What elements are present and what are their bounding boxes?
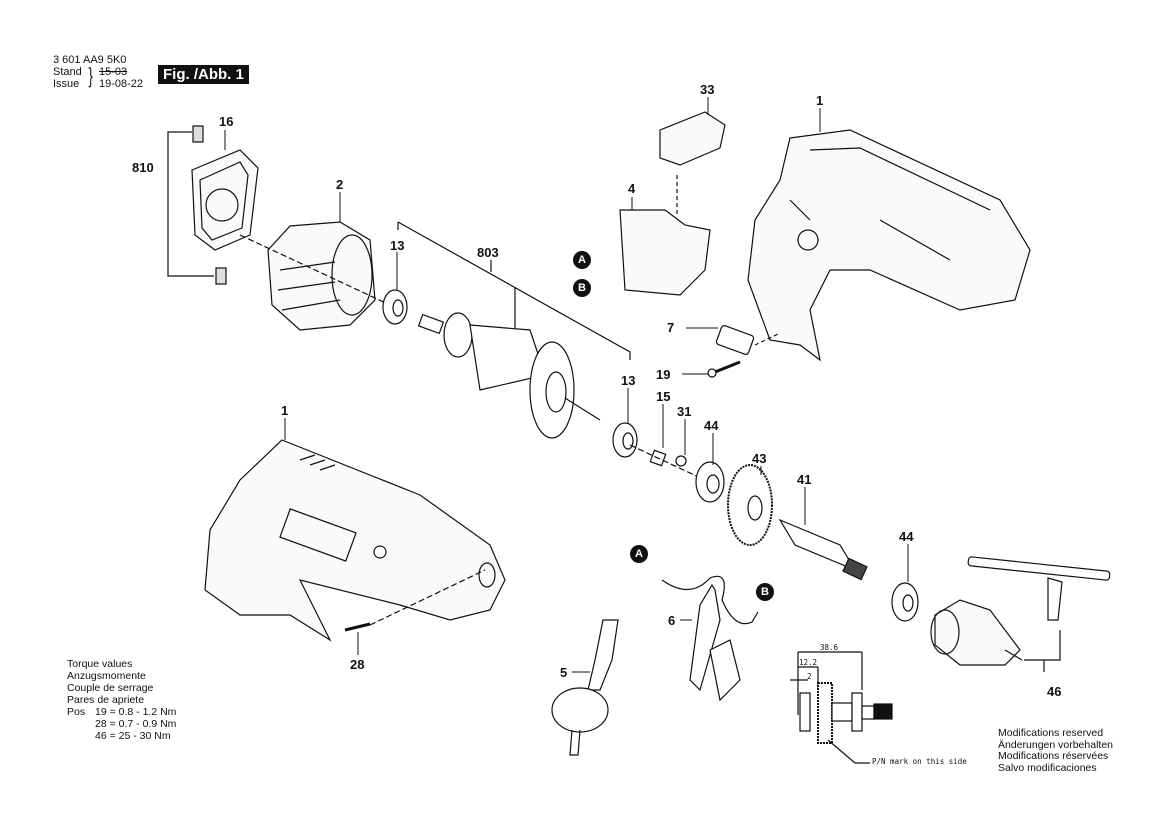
callout-33: 33: [700, 82, 715, 97]
armature-part: [397, 221, 631, 439]
callout-13-b: 13: [621, 373, 636, 388]
callout-31: 31: [677, 404, 692, 419]
bearing-part: [382, 289, 638, 458]
callout-7: 7: [667, 320, 675, 335]
issue-label: Issue: [53, 78, 80, 90]
pos-label: Pos: [67, 706, 86, 718]
pn-mark-note: P/N mark on this side: [872, 757, 967, 766]
gear-part: [727, 464, 773, 546]
modifications-line: Änderungen vorbehalten: [998, 738, 1114, 751]
torque-line: Anzugsmomente: [67, 670, 146, 682]
document-header: 3 601 AA9 5K0 Stand 15-03 Issue 19-08-22 }: [53, 54, 143, 90]
dimension-mid: 12.2: [799, 658, 818, 667]
bearing-44b-part: [891, 582, 919, 622]
leader-lines: [224, 97, 909, 673]
bearing-44-part: [695, 461, 725, 503]
modifications-line: Modifications réservées: [998, 750, 1109, 762]
callout-44-a: 44: [704, 418, 719, 433]
dimension-total: 38.6: [820, 643, 839, 652]
ball-part: [675, 455, 687, 467]
connector-a-badge: A: [630, 545, 648, 563]
detail-drawing: [790, 651, 893, 764]
cable-part: [661, 575, 759, 702]
torque-line: Pares de apriete: [67, 694, 145, 706]
torque-line: Torque values: [67, 658, 133, 670]
callout-803: 803: [477, 245, 499, 260]
torque-value: 28 = 0.7 - 0.9 Nm: [95, 718, 177, 730]
brush-holder-part: [167, 125, 259, 285]
connector-b-badge: B: [756, 583, 774, 601]
document-number: 3 601 AA9 5K0: [53, 54, 127, 66]
connector-b-badge: B: [573, 279, 591, 297]
modifications-line: Salvo modificaciones: [998, 761, 1097, 774]
callout-1-top: 1: [816, 93, 824, 108]
stand-value: 15-03: [99, 66, 128, 78]
callout-2: 2: [336, 177, 344, 192]
torque-values-block: Torque values Anzugsmomente Couple de se…: [67, 658, 176, 742]
spindle-part: [778, 518, 868, 581]
housing-half-part: [747, 129, 1031, 362]
torque-line: Couple de serrage: [67, 682, 154, 694]
callout-44-b: 44: [899, 529, 914, 544]
callout-4: 4: [628, 181, 636, 196]
dimension-small: 2: [807, 672, 812, 681]
callout-13-a: 13: [390, 238, 405, 253]
callout-46: 46: [1047, 684, 1062, 699]
callout-16: 16: [219, 114, 234, 129]
callout-28: 28: [350, 657, 365, 672]
callout-6: 6: [668, 613, 676, 628]
callout-810: 810: [132, 160, 154, 175]
housing-assembled-part: [204, 439, 506, 642]
modifications-line: Modifications reserved: [998, 727, 1104, 739]
torque-value: 19 = 0.8 - 1.2 Nm: [95, 706, 177, 718]
callout-1-bottom: 1: [281, 403, 289, 418]
field-coil-part: [239, 221, 391, 331]
connector-a-badge: A: [573, 251, 591, 269]
modifications-notice: Modifications reserved Änderungen vorbeh…: [998, 727, 1114, 774]
switch-part: [619, 111, 726, 296]
switch-lever-part: [707, 325, 781, 378]
stand-label: Stand: [53, 66, 82, 78]
torque-value: 46 = 25 - 30 Nm: [95, 730, 171, 742]
issue-value: 19-08-22: [99, 78, 144, 90]
chuck-part: [930, 556, 1111, 672]
cord-guard-part: [551, 619, 619, 756]
callout-19: 19: [656, 367, 671, 382]
callout-15: 15: [656, 389, 671, 404]
brace-icon: }: [88, 63, 93, 88]
callout-43: 43: [752, 451, 767, 466]
callout-41: 41: [797, 472, 812, 487]
figure-label: Fig. /Abb. 1: [158, 65, 249, 84]
callout-5: 5: [560, 665, 568, 680]
